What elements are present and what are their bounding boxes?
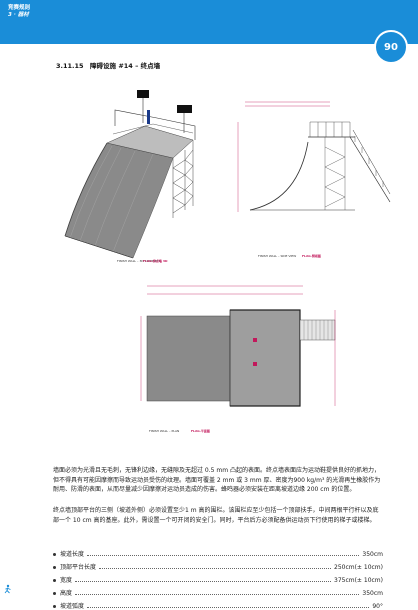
spec-value: 350cm bbox=[362, 590, 383, 597]
spec-item: 高度 350cm bbox=[53, 584, 383, 597]
spec-list: 坡道长度 350cm 顶部平台长度 250cm(± 10cm) 宽度 375cm(± … bbox=[53, 545, 383, 610]
bullet-icon bbox=[53, 566, 56, 569]
fig1-caption-right: FLAG·终点墙 3D bbox=[143, 258, 168, 263]
spec-value: 350cm bbox=[362, 551, 383, 558]
spec-label: 坡道长度 bbox=[60, 551, 85, 558]
bullet-icon bbox=[53, 553, 56, 556]
fig3-caption-right: FLAG·平面图 bbox=[191, 428, 210, 433]
spec-value: 250cm(± 10cm) bbox=[334, 564, 383, 571]
spec-item: 顶部平台长度 250cm(± 10cm) bbox=[53, 558, 383, 571]
spec-label: 坡道弧度 bbox=[60, 603, 85, 610]
fig1-caption-left: FINISH WALL – 3D COMPLETE bbox=[117, 259, 161, 263]
spec-item: 宽度 375cm(± 10cm) bbox=[53, 571, 383, 584]
finish-wall-plan-drawing: FINISH WALL – PLAN FLAG·平面图 bbox=[140, 285, 336, 433]
spec-label: 高度 bbox=[60, 590, 73, 597]
spec-label: 顶部平台长度 bbox=[60, 564, 97, 571]
spec-item: 坡道弧度 90° bbox=[53, 597, 383, 610]
paragraph-railing: 终点墙顶部平台的三侧（坡道外侧）必须设置至少1 m 高的围栏。该围栏应至少包括一… bbox=[53, 507, 379, 524]
spec-item: 坡道长度 350cm bbox=[53, 545, 383, 558]
finish-wall-side-view-drawing: FINISH WALL – SIDE VIEW FLAG·侧视图 bbox=[237, 101, 391, 258]
spec-value: 90° bbox=[372, 603, 383, 610]
fig2-caption-left: FINISH WALL – SIDE VIEW bbox=[258, 254, 296, 258]
fig2-caption-right: FLAG·侧视图 bbox=[302, 253, 321, 258]
paragraph-surface: 墙面必须为光滑且无毛刺，无锋利边缘，无缝隙及无超过 0.5 mm 凸起的表面。终… bbox=[53, 467, 381, 493]
spec-label: 宽度 bbox=[60, 577, 73, 584]
section-title: 3.11.15 障碍设施 #14 – 终点墙 bbox=[56, 62, 161, 70]
header-brand: 竞赛规则 3 · 器材 bbox=[8, 5, 30, 19]
page-header: 竞赛规则 3 · 器材 bbox=[0, 0, 418, 40]
header-stripe bbox=[0, 40, 418, 44]
bullet-icon bbox=[53, 605, 56, 608]
figure-runner-icon bbox=[4, 584, 11, 594]
finish-wall-3d-drawing: FINISH WALL – 3D COMPLETE FLAG·终点墙 3D bbox=[64, 90, 196, 263]
bullet-icon bbox=[53, 592, 56, 595]
brand-section: 3 · 器材 bbox=[8, 12, 29, 18]
fig3-caption-left: FINISH WALL – PLAN bbox=[149, 429, 179, 433]
bullet-icon bbox=[53, 579, 56, 582]
brand-title: 竞赛规则 bbox=[8, 5, 31, 11]
spec-value: 375cm(± 10cm) bbox=[334, 577, 383, 584]
page-number-badge: 90 bbox=[374, 30, 408, 64]
